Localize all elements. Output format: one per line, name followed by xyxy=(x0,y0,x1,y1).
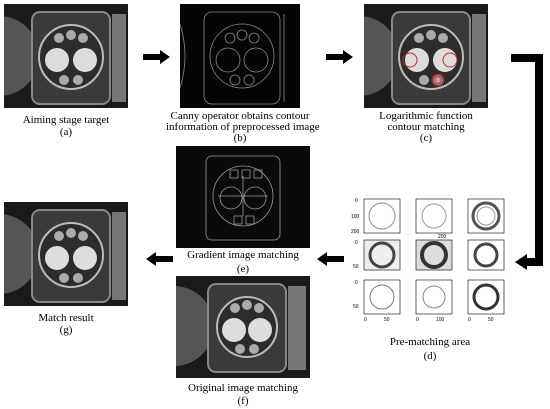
panel-e-image xyxy=(176,146,310,248)
tick-r3-y0: 0 xyxy=(355,280,358,286)
tick-x-bottom-1: 50 xyxy=(384,317,390,323)
tick-x-right-0: 0 xyxy=(468,317,471,323)
tick-x-mid-0: 0 xyxy=(416,317,419,323)
panel-f-image xyxy=(176,276,310,378)
panel-g-image xyxy=(4,202,128,306)
panel-d-caption: Pre-matching area xyxy=(389,336,471,348)
panel-e-caption: Gradient image matching xyxy=(187,249,299,261)
match-marker-4 xyxy=(434,76,442,84)
match-marker-3 xyxy=(431,73,445,87)
panel-b-label: (b) xyxy=(233,132,247,144)
tick-x-mid-1: 100 xyxy=(436,317,445,323)
arrow-a-to-b xyxy=(143,50,170,64)
arrow-d-to-e xyxy=(317,252,344,266)
panel-b-image xyxy=(180,4,300,108)
panel-b-caption-line1: Canny operator obtains contour xyxy=(170,110,310,122)
tick-x-bottom-0: 0 xyxy=(364,317,367,323)
panel-g-label: (g) xyxy=(59,324,73,336)
pre-matching-grid: 0 100 200 200 0 50 0 50 0 50 0 100 0 50 xyxy=(351,198,505,323)
panel-c-image xyxy=(364,4,488,108)
tick-r1-x-mid: 200 xyxy=(438,234,447,240)
panel-a-caption: Aiming stage target xyxy=(22,114,110,126)
panel-f-label: (f) xyxy=(237,395,249,407)
arrow-b-to-c xyxy=(326,50,353,64)
tick-r2-y1: 50 xyxy=(353,264,359,270)
panel-g-caption: Match result xyxy=(38,312,94,324)
panel-a-label: (a) xyxy=(59,126,73,138)
panel-c-label: (c) xyxy=(419,132,433,144)
tick-r1-y1: 100 xyxy=(351,214,360,220)
panel-d-label: (d) xyxy=(423,350,437,362)
panel-a-image xyxy=(4,4,128,108)
arrow-e-to-g xyxy=(146,252,173,266)
panel-b-caption-line2: information of preprocessed image xyxy=(166,121,320,133)
panel-e-label: (e) xyxy=(236,263,250,275)
match-marker-1 xyxy=(402,52,418,68)
panel-f-caption: Original image matching xyxy=(188,382,298,394)
panel-c-caption-line1: Logarithmic function xyxy=(379,110,473,122)
arrow-c-to-d xyxy=(511,54,543,270)
tick-r1-y0: 0 xyxy=(355,198,358,204)
tick-r1-y2: 200 xyxy=(351,229,360,235)
tick-r2-y0: 0 xyxy=(355,240,358,246)
panel-c-caption-line2: contour matching xyxy=(387,121,465,133)
tick-r3-y1: 50 xyxy=(353,304,359,310)
match-marker-2 xyxy=(442,52,458,68)
tick-x-right-1: 50 xyxy=(488,317,494,323)
